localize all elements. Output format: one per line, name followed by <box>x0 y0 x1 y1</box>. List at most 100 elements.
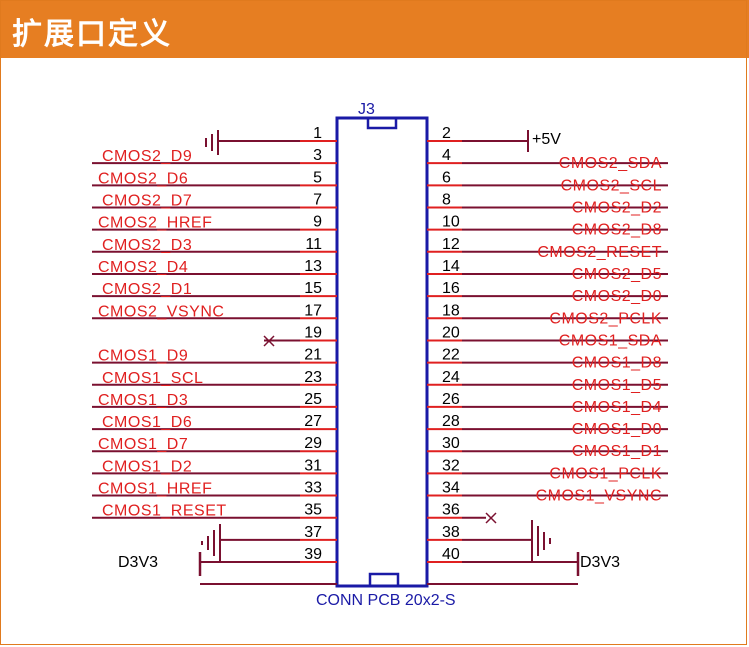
right-pin-40: 40 <box>427 546 578 586</box>
pin-number: 26 <box>442 391 460 408</box>
right-pin-30: 30 CMOS1_D1 <box>427 435 668 460</box>
net-label: CMOS1_D5 <box>572 377 662 394</box>
net-label: CMOS1_PCLK <box>549 465 662 482</box>
right-pin-26: 26 CMOS1_D4 <box>427 391 668 416</box>
pin-number: 25 <box>304 391 322 408</box>
pin-number: 21 <box>304 347 322 364</box>
net-label: CMOS2_D5 <box>572 266 662 283</box>
pin-number: 19 <box>304 324 322 341</box>
pin-number: 23 <box>304 369 322 386</box>
pin-number: 11 <box>305 236 322 253</box>
no-connect-pin19 <box>263 335 275 347</box>
right-pin-36: 36 <box>427 502 486 519</box>
right-pin-10: 10 CMOS2_D8 <box>427 214 668 239</box>
net-label: CMOS1_HREF <box>98 481 212 498</box>
d3v3-left-label: D3V3 <box>118 554 158 571</box>
net-label: CMOS2_D2 <box>572 199 662 216</box>
pin-number: 27 <box>304 413 322 430</box>
pin-number: 6 <box>442 169 451 186</box>
left-pin-27: 27 CMOS1_D6 <box>92 413 337 431</box>
connector-part-label: CONN PCB 20x2-S <box>316 592 456 609</box>
plus5v-label: +5V <box>532 131 561 148</box>
right-pin-14: 14 CMOS2_D5 <box>427 258 668 283</box>
connector-designator: J3 <box>358 101 375 118</box>
left-pin-5: 5 CMOS2_D6 <box>92 169 337 187</box>
header-bar: 扩展口定义 <box>0 0 749 58</box>
right-pin-4: 4 CMOS2_SDA <box>427 147 668 172</box>
pin-number: 9 <box>313 214 322 231</box>
net-label: CMOS1_D0 <box>572 421 662 438</box>
net-label: CMOS1_D6 <box>102 414 192 431</box>
pin-number: 30 <box>442 435 460 452</box>
pin-number: 18 <box>442 302 460 319</box>
pin-number: 34 <box>442 480 460 497</box>
pin-number: 29 <box>304 435 322 452</box>
left-pin-19: 19 <box>264 324 337 342</box>
pin-number: 32 <box>442 457 460 474</box>
pin-number: 38 <box>442 524 460 541</box>
net-label: CMOS1_D1 <box>572 443 662 460</box>
net-label: CMOS2_RESET <box>537 244 662 261</box>
net-label: CMOS1_D8 <box>572 355 662 372</box>
net-label: CMOS2_D6 <box>98 170 188 187</box>
net-label: CMOS2_D7 <box>102 192 192 209</box>
page-title: 扩展口定义 <box>12 17 172 52</box>
connector-notch-bottom <box>368 572 400 588</box>
pin-number: 7 <box>313 191 322 208</box>
right-pin-38: 38 <box>427 524 532 541</box>
left-pin-1: 1 <box>218 125 337 142</box>
left-pin-29: 29 CMOS1_D7 <box>92 435 337 453</box>
net-label: CMOS2_D8 <box>572 222 662 239</box>
pin-number: 14 <box>442 258 460 275</box>
ground-symbol-pin1 <box>205 130 219 155</box>
left-pin-3: 3 CMOS2_D9 <box>92 147 337 165</box>
net-label: CMOS2_PCLK <box>549 310 662 327</box>
pin-number: 31 <box>304 457 322 474</box>
right-pin-18: 18 CMOS2_PCLK <box>427 302 668 327</box>
d3v3-right-label: D3V3 <box>580 554 620 571</box>
pin-number: 20 <box>442 324 460 341</box>
net-label: CMOS2_D3 <box>102 237 192 254</box>
net-label: CMOS2_VSYNC <box>98 303 224 320</box>
pin-number: 13 <box>304 258 322 275</box>
right-pin-20: 20 CMOS1_SDA <box>427 324 668 349</box>
net-label: CMOS2_D0 <box>572 288 662 305</box>
pin-number: 2 <box>442 125 451 142</box>
connector-notch-top <box>366 116 398 130</box>
net-label: CMOS1_SDA <box>559 332 662 349</box>
net-label: CMOS1_D3 <box>98 392 188 409</box>
pin-number: 33 <box>304 480 322 497</box>
net-label: CMOS2_D9 <box>102 148 192 165</box>
net-label: CMOS1_D4 <box>572 399 662 416</box>
right-pin-32: 32 CMOS1_PCLK <box>427 457 668 482</box>
pin-number: 4 <box>442 147 451 164</box>
pin-number: 35 <box>304 502 322 519</box>
pin-number: 37 <box>304 524 322 541</box>
connector-body <box>335 116 429 588</box>
left-pin-7: 7 CMOS2_D7 <box>92 191 337 209</box>
pin-number: 10 <box>442 214 460 231</box>
pin-number: 15 <box>304 280 322 297</box>
ground-symbol-pin37 <box>201 524 221 562</box>
net-label: CMOS2_SDA <box>559 155 662 172</box>
net-label: CMOS2_D4 <box>98 259 188 276</box>
pin-number: 5 <box>313 169 322 186</box>
left-pin-group: 13CMOS2_D95CMOS2_D67CMOS2_D79CMOS2_HREF1… <box>92 125 337 586</box>
no-connect-pin36 <box>485 512 497 524</box>
left-pin-33: 33 CMOS1_HREF <box>92 480 337 498</box>
pin-number: 3 <box>313 147 322 164</box>
net-label: CMOS1_D7 <box>98 436 188 453</box>
